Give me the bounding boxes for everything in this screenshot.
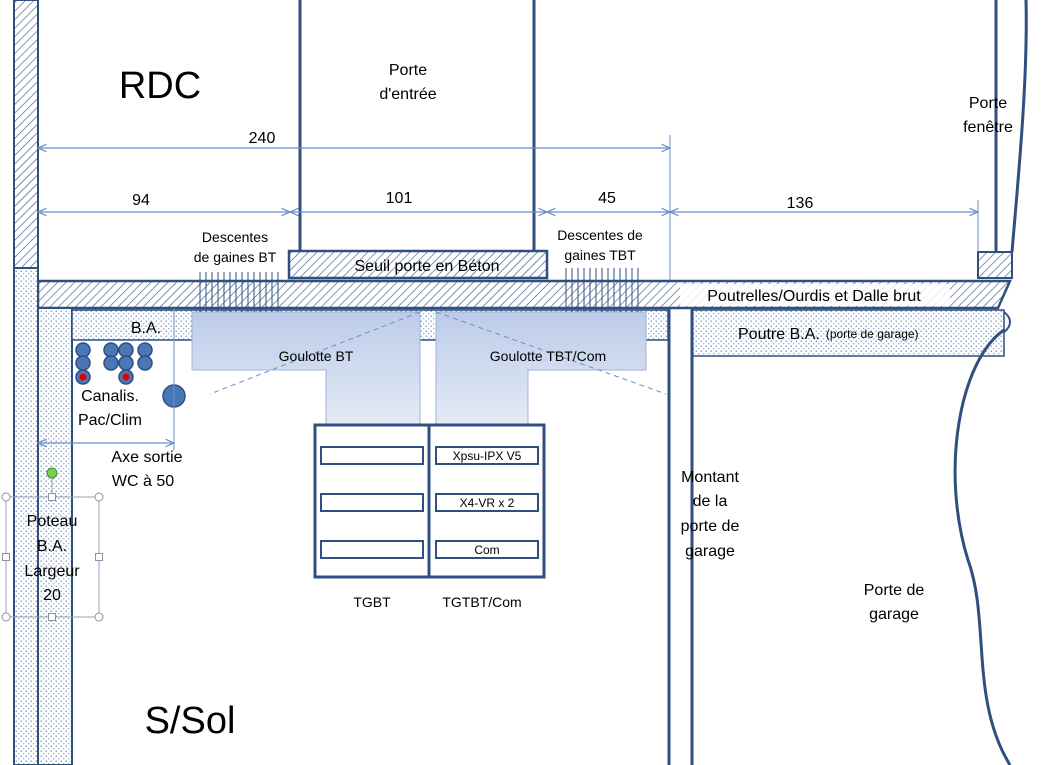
porte-fenetre-label-2: fenêtre: [963, 119, 1013, 136]
rdc-label: RDC: [119, 65, 201, 107]
dim-94-label: 94: [132, 192, 150, 209]
descentes-bt-label-2: de gaines BT: [194, 249, 277, 265]
duct-dash-bt: [209, 311, 421, 395]
poteau-ba: [37, 307, 73, 765]
descentes-bt-conduits: [199, 272, 279, 312]
descentes-tbt-label-1: Descentes de: [557, 227, 643, 243]
descentes-tbt-label-2: gaines TBT: [564, 247, 636, 263]
resize-handle-se[interactable]: [94, 612, 104, 622]
descentes-bt-label-1: Descentes: [202, 229, 268, 245]
montant-label-4: garage: [685, 543, 735, 560]
window-door-curve: [1010, 0, 1028, 253]
tgbt-module-3: [320, 540, 424, 559]
canalis-label-2: Pac/Clim: [78, 412, 142, 429]
window-door-sill: [977, 251, 1013, 279]
left-wall-upper: [13, 0, 39, 283]
resize-handle-ne[interactable]: [94, 492, 104, 502]
goulotte-bt-label: Goulotte BT: [279, 348, 354, 364]
porte-garage-label-1: Porte de: [864, 582, 925, 599]
porte-entree-label-1: Porte: [389, 62, 427, 79]
porte-fenetre-label-1: Porte: [969, 95, 1007, 112]
resize-handle-sw[interactable]: [1, 612, 11, 622]
resize-handle-w[interactable]: [2, 553, 10, 561]
axe-wc-label-1: Axe sortie: [111, 449, 182, 466]
montant-label-2: de la: [693, 493, 728, 510]
dim-45-label: 45: [598, 190, 616, 207]
goulotte-bt: [191, 311, 421, 425]
resize-handle-nw[interactable]: [1, 492, 11, 502]
resize-handle-n[interactable]: [48, 493, 56, 501]
seuil-label: Seuil porte en Béton: [355, 258, 500, 275]
montant-label-3: porte de: [681, 518, 740, 535]
tgbt-module-1: [320, 446, 424, 465]
resize-handle-e[interactable]: [95, 553, 103, 561]
poteau-label-3[interactable]: Largeur: [24, 563, 80, 580]
canalis-red-dot-2: [122, 373, 130, 381]
tgtbt-module-3: [435, 540, 539, 559]
tgbt-label: TGBT: [353, 594, 391, 610]
porte-garage-label-2: garage: [869, 606, 919, 623]
tgtbt-module-2: [435, 493, 539, 512]
dim-240-label: 240: [249, 130, 276, 147]
seuil-beton: [287, 249, 549, 280]
poteau-label-2[interactable]: B.A.: [37, 538, 67, 555]
porte-entree-label-2: d'entrée: [379, 86, 436, 103]
duct-dash-tbt: [435, 311, 667, 395]
poutre-ba-label: Poutre B.A.(porte de garage): [738, 326, 919, 343]
tgbt-module-2: [320, 493, 424, 512]
tgtbt-module-2-label: X4-VR x 2: [460, 496, 515, 510]
garage-beam-end: [1003, 311, 1011, 333]
poteau-label-4[interactable]: 20: [43, 587, 61, 604]
poutrelles-label-bg: [680, 284, 950, 306]
tgtbt-module-1-label: Xpsu-IPX V5: [453, 449, 522, 463]
montant-label-1: Montant: [681, 469, 739, 486]
descentes-tbt-conduits: [565, 268, 639, 312]
resize-handle-s[interactable]: [48, 613, 56, 621]
poteau-label-1[interactable]: Poteau: [27, 513, 78, 530]
goulotte-tbt: [435, 311, 647, 425]
tgtbt-module-3-label: Com: [474, 543, 499, 557]
dim-101-label: 101: [386, 190, 413, 207]
rotate-handle[interactable]: [46, 467, 58, 479]
canalis-red-dot-1: [79, 373, 87, 381]
goulotte-tbt-label: Goulotte TBT/Com: [490, 348, 606, 364]
dim-136-label: 136: [787, 195, 814, 212]
canalis-label-1: Canalis.: [81, 388, 139, 405]
poutrelles-label: Poutrelles/Ourdis et Dalle brut: [707, 288, 921, 305]
tgtbt-module-1: [435, 446, 539, 465]
ba-label: B.A.: [131, 320, 161, 337]
garage-door-curve: [953, 328, 1012, 765]
axe-wc-label-2: WC à 50: [112, 473, 174, 490]
left-wall-lower: [13, 267, 39, 765]
ssol-label: S/Sol: [145, 700, 236, 742]
canalis-conduits: [75, 342, 186, 408]
tgtbt-label: TGTBT/Com: [442, 594, 521, 610]
